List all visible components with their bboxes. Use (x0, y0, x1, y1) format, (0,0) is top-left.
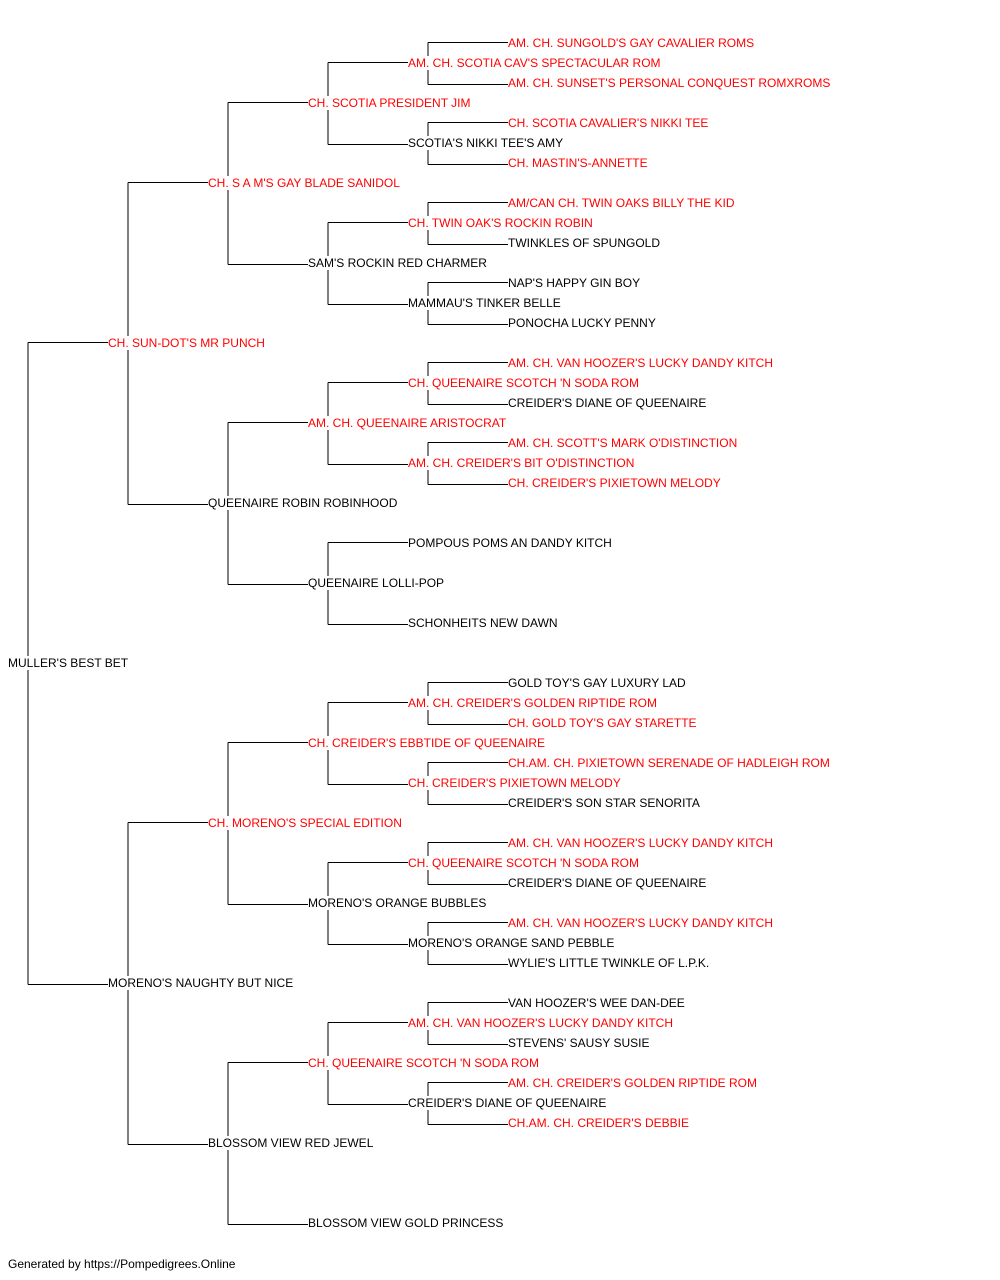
ancestor-name: AM. CH. VAN HOOZER'S LUCKY DANDY KITCH (408, 1016, 676, 1030)
ancestor-name: CH. QUEENAIRE SCOTCH 'N SODA ROM (408, 856, 641, 870)
ancestor-name: AM. CH. SUNGOLD'S GAY CAVALIER ROMS (508, 36, 757, 50)
ancestor-name: AM. CH. SUNSET'S PERSONAL CONQUEST ROMXR… (508, 76, 833, 90)
ancestor-name: CH. SCOTIA PRESIDENT JIM (308, 96, 473, 110)
ancestor-name: STEVENS' SAUSY SUSIE (508, 1036, 652, 1050)
ancestor-name: CH. QUEENAIRE SCOTCH 'N SODA ROM (308, 1056, 541, 1070)
ancestor-name: AM/CAN CH. TWIN OAKS BILLY THE KID (508, 196, 737, 210)
ancestor-name: AM. CH. SCOTT'S MARK O'DISTINCTION (508, 436, 740, 450)
ancestor-name: QUEENAIRE LOLLI-POP (308, 576, 447, 590)
ancestor-name: AM. CH. VAN HOOZER'S LUCKY DANDY KITCH (508, 916, 776, 930)
ancestor-name: AM. CH. VAN HOOZER'S LUCKY DANDY KITCH (508, 356, 776, 370)
ancestor-name: PONOCHA LUCKY PENNY (508, 316, 658, 330)
ancestor-name: CH. TWIN OAK'S ROCKIN ROBIN (408, 216, 595, 230)
ancestor-name: SCHONHEITS NEW DAWN (408, 616, 560, 630)
ancestor-name: CH. MASTIN'S-ANNETTE (508, 156, 650, 170)
ancestor-name: BLOSSOM VIEW GOLD PRINCESS (308, 1216, 506, 1230)
ancestor-name: GOLD TOY'S GAY LUXURY LAD (508, 676, 688, 690)
ancestor-name: CH. SUN-DOT'S MR PUNCH (108, 336, 267, 350)
ancestor-name: WYLIE'S LITTLE TWINKLE OF L.P.K. (508, 956, 712, 970)
ancestor-name: AM. CH. CREIDER'S GOLDEN RIPTIDE ROM (408, 696, 659, 710)
subject-dog: MULLER'S BEST BET (8, 656, 131, 670)
ancestor-name: SCOTIA'S NIKKI TEE'S AMY (408, 136, 566, 150)
ancestor-name: QUEENAIRE ROBIN ROBINHOOD (208, 496, 400, 510)
ancestor-name: MORENO'S ORANGE SAND PEBBLE (408, 936, 617, 950)
ancestor-name: CH.AM. CH. PIXIETOWN SERENADE OF HADLEIG… (508, 756, 832, 770)
ancestor-name: MORENO'S NAUGHTY BUT NICE (108, 976, 296, 990)
ancestor-name: MAMMAU'S TINKER BELLE (408, 296, 563, 310)
ancestor-name: AM. CH. QUEENAIRE ARISTOCRAT (308, 416, 509, 430)
ancestor-name: CREIDER'S DIANE OF QUEENAIRE (508, 396, 709, 410)
ancestor-name: VAN HOOZER'S WEE DAN-DEE (508, 996, 687, 1010)
ancestor-name: CH. SCOTIA CAVALIER'S NIKKI TEE (508, 116, 711, 130)
ancestor-name: BLOSSOM VIEW RED JEWEL (208, 1136, 376, 1150)
ancestor-name: CH. MORENO'S SPECIAL EDITION (208, 816, 404, 830)
ancestor-name: POMPOUS POMS AN DANDY KITCH (408, 536, 614, 550)
ancestor-name: CH. S A M'S GAY BLADE SANIDOL (208, 176, 402, 190)
ancestor-name: SAM'S ROCKIN RED CHARMER (308, 256, 489, 270)
ancestor-name: CH. QUEENAIRE SCOTCH 'N SODA ROM (408, 376, 641, 390)
ancestor-name: AM. CH. VAN HOOZER'S LUCKY DANDY KITCH (508, 836, 776, 850)
ancestor-name: AM. CH. CREIDER'S BIT O'DISTINCTION (408, 456, 637, 470)
ancestor-name: AM. CH. CREIDER'S GOLDEN RIPTIDE ROM (508, 1076, 759, 1090)
ancestor-name: CH. CREIDER'S EBBTIDE OF QUEENAIRE (308, 736, 547, 750)
ancestor-name: NAP'S HAPPY GIN BOY (508, 276, 643, 290)
ancestor-name: CH.AM. CH. CREIDER'S DEBBIE (508, 1116, 691, 1130)
ancestor-name: CREIDER'S DIANE OF QUEENAIRE (408, 1096, 609, 1110)
ancestor-name: CREIDER'S SON STAR SENORITA (508, 796, 702, 810)
ancestor-name: TWINKLES OF SPUNGOLD (508, 236, 663, 250)
ancestor-name: CH. CREIDER'S PIXIETOWN MELODY (408, 776, 623, 790)
ancestor-name: AM. CH. SCOTIA CAV'S SPECTACULAR ROM (408, 56, 663, 70)
ancestor-name: MORENO'S ORANGE BUBBLES (308, 896, 489, 910)
footer-credit: Generated by https://Pompedigrees.Online (8, 1257, 236, 1271)
ancestor-name: CH. GOLD TOY'S GAY STARETTE (508, 716, 699, 730)
ancestor-name: CH. CREIDER'S PIXIETOWN MELODY (508, 476, 723, 490)
ancestor-name: CREIDER'S DIANE OF QUEENAIRE (508, 876, 709, 890)
